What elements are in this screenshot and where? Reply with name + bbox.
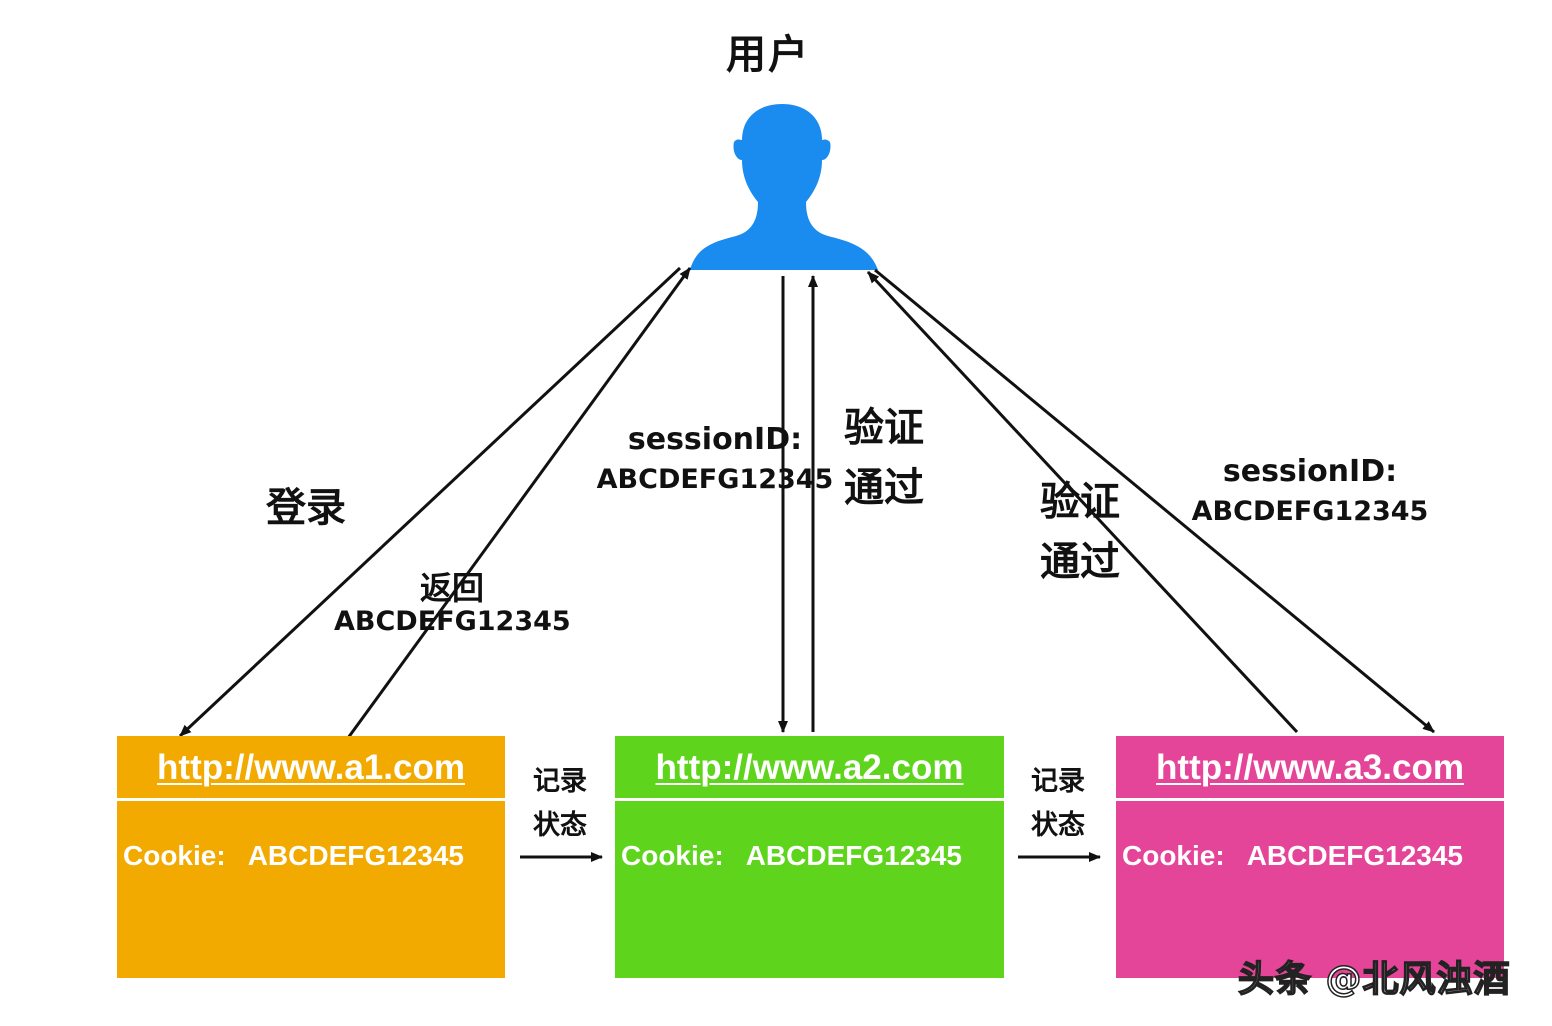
user-icon (690, 104, 878, 270)
site-box-a2: http://www.a2.com Cookie: ABCDEFG12345 (615, 736, 1004, 978)
label-login: 登录 (266, 485, 346, 531)
label-verify-a3-line1: 验证 (1040, 479, 1120, 525)
arrow-return (346, 267, 692, 739)
site-divider (1116, 798, 1504, 801)
label-record-2-line1: 记录 (1031, 766, 1085, 797)
label-session-a2: sessionID: ABCDEFG12345 (596, 420, 834, 500)
cookie-label: Cookie: (1122, 840, 1225, 871)
label-session-a3-line2: ABCDEFG12345 (1191, 496, 1429, 527)
label-return-line2: ABCDEFG12345 (334, 606, 571, 637)
arrow-verify-a3 (866, 270, 1299, 734)
cookie-value: ABCDEFG12345 (745, 840, 962, 871)
site-url-a2[interactable]: http://www.a2.com (655, 748, 964, 787)
cookie-label: Cookie: (123, 840, 226, 871)
site-cookie-a3: Cookie: ABCDEFG12345 (1122, 840, 1463, 872)
label-verify-a2: 验证 通过 (844, 398, 924, 518)
label-verify-a2-line1: 验证 (844, 405, 924, 451)
label-record-1: 记录 状态 (524, 760, 596, 848)
site-divider (117, 798, 505, 801)
label-return: 返回 ABCDEFG12345 (334, 566, 571, 642)
site-url-a3[interactable]: http://www.a3.com (1156, 748, 1464, 787)
cookie-value: ABCDEFG12345 (1246, 840, 1463, 871)
label-session-a2-line2: ABCDEFG12345 (596, 464, 834, 495)
page-title: 用户 (726, 32, 810, 78)
label-record-1-line2: 状态 (533, 810, 587, 841)
site-box-a1: http://www.a1.com Cookie: ABCDEFG12345 (117, 736, 505, 978)
label-session-a3: sessionID: ABCDEFG12345 (1190, 452, 1430, 532)
site-url-a1[interactable]: http://www.a1.com (157, 748, 465, 787)
cookie-label: Cookie: (621, 840, 724, 871)
label-session-a3-line1: sessionID: (1222, 454, 1398, 489)
label-session-a2-line1: sessionID: (627, 422, 803, 457)
site-cookie-a1: Cookie: ABCDEFG12345 (123, 840, 464, 872)
arrow-login (178, 266, 682, 738)
watermark: 头条 @北风浊酒 (1237, 958, 1511, 1001)
label-verify-a3: 验证 通过 (1040, 472, 1120, 592)
label-verify-a2-line2: 通过 (844, 465, 924, 511)
site-divider (615, 798, 1004, 801)
label-return-line1: 返回 (419, 569, 484, 607)
site-cookie-a2: Cookie: ABCDEFG12345 (621, 840, 962, 872)
cookie-value: ABCDEFG12345 (247, 840, 464, 871)
arrow-session-a3 (874, 268, 1435, 734)
label-record-1-line1: 记录 (533, 766, 587, 797)
site-box-a3: http://www.a3.com Cookie: ABCDEFG12345 (1116, 736, 1504, 978)
label-record-2-line2: 状态 (1031, 810, 1085, 841)
label-record-2: 记录 状态 (1022, 760, 1094, 848)
label-verify-a3-line2: 通过 (1040, 539, 1120, 585)
